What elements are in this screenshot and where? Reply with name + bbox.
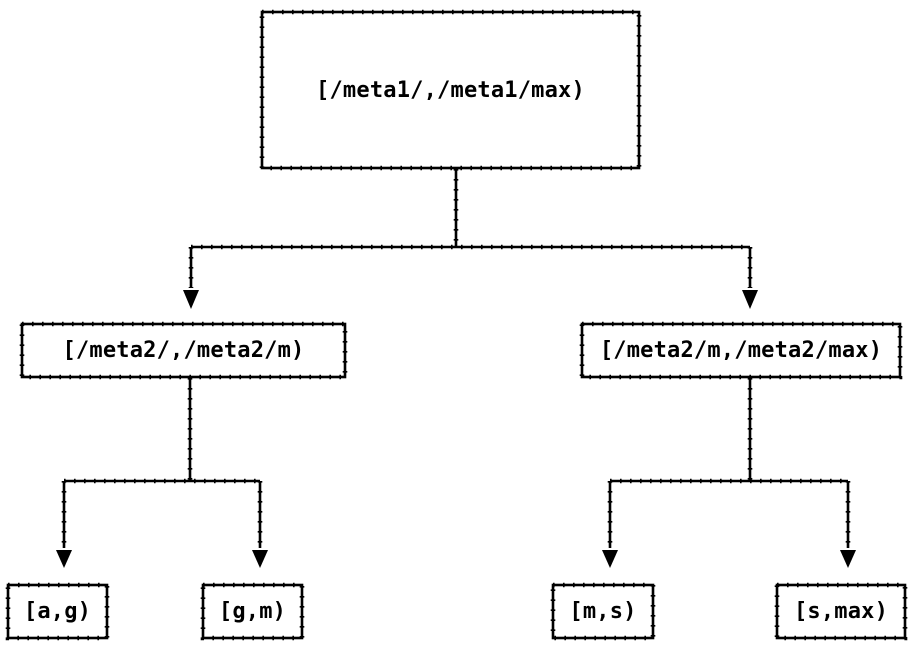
- node-meta2-left-box: [20, 322, 347, 379]
- node-leaf-ag-box-seams: [5, 582, 110, 641]
- arrowhead-to-meta2-left: [183, 290, 199, 309]
- arrowhead-to-leaf-ag: [56, 550, 72, 568]
- node-root: [/meta1/,/meta1/max): [316, 77, 585, 103]
- node-leaf-gm-box-seams: [200, 582, 305, 641]
- node-boxes: [5, 9, 908, 641]
- node-leaf-smax: [s,max): [793, 599, 889, 624]
- node-meta2-right-box: [580, 322, 902, 379]
- arrowhead-to-meta2-right: [742, 290, 758, 309]
- arrowhead-to-leaf-ms: [602, 550, 618, 568]
- root-fork-line-seams: [188, 169, 753, 288]
- connector-root-fork: [183, 169, 758, 309]
- node-leaf-gm: [g,m): [218, 599, 287, 624]
- node-meta2-right: [/meta2/m,/meta2/max): [599, 338, 883, 363]
- node-leaf-ag: [a,g): [23, 599, 92, 624]
- node-meta2-right-box-seams: [579, 321, 903, 380]
- connector-left-fork: [56, 378, 268, 568]
- node-root-box-seams: [259, 9, 642, 171]
- node-leaf-ms-box: [551, 583, 655, 640]
- node-meta2-left: [/meta2/,/meta2/m): [62, 338, 305, 363]
- node-leaf-ms: [m,s): [569, 599, 637, 624]
- right-fork-line: [608, 378, 850, 548]
- connector-right-fork: [602, 378, 856, 568]
- right-fork-line-seams: [607, 378, 851, 548]
- root-fork-line: [189, 169, 752, 288]
- node-root-box: [260, 10, 641, 170]
- node-leaf-ms-box-seams: [550, 582, 656, 641]
- left-fork-line: [62, 378, 262, 548]
- node-meta2-left-box-seams: [19, 321, 348, 380]
- arrowhead-to-leaf-gm: [252, 550, 268, 568]
- node-leaf-smax-box: [775, 583, 907, 640]
- arrowhead-to-leaf-smax: [840, 550, 856, 568]
- left-fork-line-seams: [61, 378, 263, 548]
